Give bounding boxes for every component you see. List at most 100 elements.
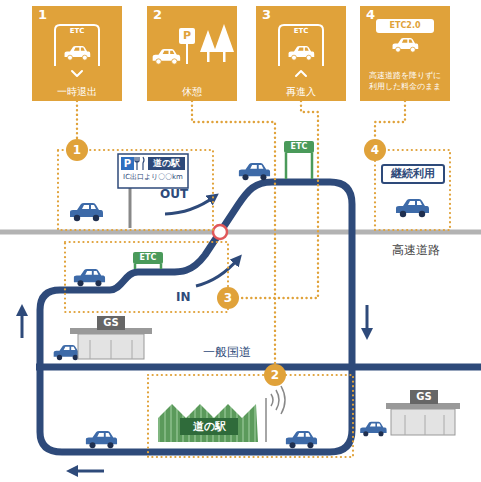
car — [286, 431, 317, 448]
direction-label: IN — [176, 291, 191, 305]
exit-gantry-icon — [55, 25, 99, 66]
leader-line — [375, 101, 405, 139]
step-number: 3 — [262, 8, 271, 23]
callout-circle: 1 — [66, 139, 88, 161]
gs-text: GS — [97, 316, 125, 330]
tree-icon — [214, 24, 234, 52]
etc-gantry — [285, 153, 288, 179]
gs-sign: GS — [410, 390, 438, 404]
gs-text: GS — [410, 390, 438, 404]
road-label: 一般国道 — [203, 346, 251, 360]
direction-arrow — [72, 470, 104, 473]
step-box: 2P休憩 — [147, 6, 237, 101]
car-icon — [153, 49, 181, 64]
car-icon — [393, 38, 419, 52]
restaurant-icon — [135, 157, 139, 170]
parking-sign-icon — [186, 44, 188, 64]
etc-gantry — [133, 252, 163, 269]
car — [54, 345, 81, 360]
restaurant-icon — [143, 157, 144, 170]
roadside-station-building — [158, 404, 258, 442]
step-box: 1ETC 一時退出 — [32, 6, 122, 101]
direction-arrow — [21, 310, 24, 338]
junction-marker — [213, 225, 227, 239]
car — [70, 203, 103, 221]
exit-gantry-icon — [55, 25, 99, 76]
gs-sign: GS — [97, 316, 125, 330]
national-road — [36, 364, 481, 371]
tree-icon — [200, 24, 234, 62]
step-number: 2 — [153, 8, 162, 23]
station-name: 道の駅 — [180, 418, 238, 435]
car — [360, 422, 386, 437]
car-icon — [289, 46, 315, 60]
icon-text: ETC — [281, 27, 321, 35]
etc-gantry — [133, 252, 163, 264]
car — [74, 269, 105, 286]
callout-circle-shape — [217, 287, 239, 309]
expressway-road — [0, 230, 481, 235]
callout-circle: 2 — [264, 364, 286, 386]
etc2-badge — [376, 19, 434, 33]
etc-gantry — [284, 141, 314, 179]
step-number: 4 — [366, 8, 375, 23]
entry-gantry-icon — [279, 25, 323, 76]
parking-sign-icon — [179, 28, 195, 44]
gas-station — [132, 340, 133, 359]
icon-text: ETC — [57, 27, 97, 35]
etc-gantry — [311, 153, 314, 179]
callout-circle-shape — [66, 139, 88, 161]
callout-circle-shape — [264, 364, 286, 386]
gantry-label: ETC — [284, 141, 314, 153]
direction-arrow — [366, 305, 369, 334]
gas-station — [444, 415, 445, 435]
step-box-background — [360, 6, 450, 101]
sign-title: 道の駅 — [148, 157, 185, 170]
leader-line — [192, 101, 275, 364]
step-number: 1 — [38, 8, 47, 23]
callout-number: 2 — [264, 364, 286, 386]
etc-gantry — [284, 141, 314, 153]
callout-circle: 3 — [217, 287, 239, 309]
road-sign: P 道の駅 IC出口より〇〇km — [118, 154, 188, 188]
tree-icon — [223, 52, 226, 62]
parking-sign-icon — [179, 28, 195, 64]
etc-gantry — [160, 264, 163, 269]
gas-station — [78, 334, 144, 359]
car-icon — [65, 46, 91, 60]
callout-circle-shape — [364, 139, 386, 161]
status-box: 継続利用 — [381, 164, 445, 184]
sign-distance: IC出口より〇〇km — [119, 173, 187, 181]
road-label: 高速道路 — [392, 244, 440, 258]
step-box-background — [32, 6, 122, 101]
step-box-background — [147, 6, 237, 101]
callout-number: 3 — [217, 287, 239, 309]
step-caption: 再進入 — [256, 86, 346, 98]
gas-station — [405, 415, 406, 435]
step-caption: 高速道路を降りずに利用した料金のまま — [367, 70, 443, 92]
antenna — [265, 398, 267, 442]
gas-station — [386, 403, 460, 435]
step-box: 3ETC 再進入 — [256, 6, 346, 101]
callout-circle: 4 — [364, 139, 386, 161]
entry-gantry-icon — [296, 71, 306, 76]
parking-mark: P — [121, 157, 134, 170]
gas-station — [111, 340, 112, 359]
callout-number: 4 — [364, 139, 386, 161]
antenna — [281, 386, 285, 414]
gas-station — [391, 409, 455, 435]
leader-line — [76, 101, 78, 139]
step-box: 4ETC2.0 高速道路を降りずに利用した料金のまま — [360, 6, 450, 101]
sign-post — [129, 188, 132, 228]
entry-gantry-icon — [279, 25, 323, 66]
step-box-background — [256, 6, 346, 101]
status-text: 継続利用 — [383, 166, 443, 182]
gas-station — [70, 328, 152, 359]
route-loop — [40, 182, 352, 452]
icon-text: ETC2.0 — [376, 19, 434, 33]
tree-icon — [200, 30, 216, 52]
callout-region — [65, 242, 228, 312]
antenna — [276, 390, 279, 410]
step-caption: 一時退出 — [32, 86, 122, 98]
